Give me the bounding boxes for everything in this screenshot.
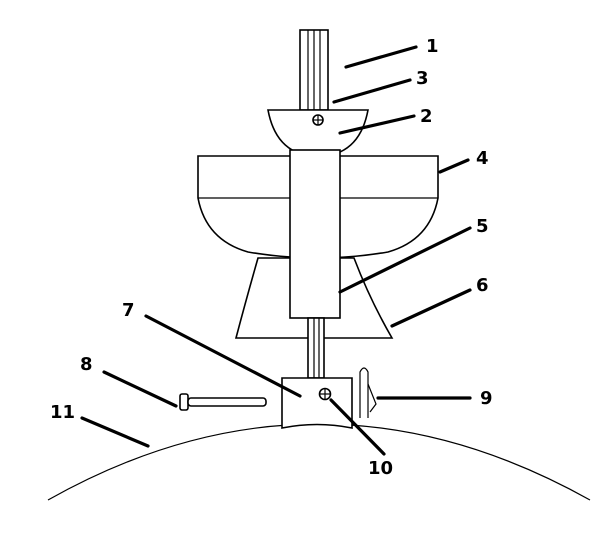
ceiling-dome	[47, 423, 591, 501]
clevis-pin	[179, 393, 267, 411]
callout-4: 4	[476, 148, 489, 169]
callout-10: 10	[368, 458, 393, 479]
callout-6: 6	[476, 275, 489, 296]
callout-1: 1	[426, 36, 439, 57]
leader-10	[329, 398, 386, 456]
coupling-sleeve	[289, 149, 341, 319]
hairpin-clip	[359, 367, 377, 418]
callout-3: 3	[416, 68, 429, 89]
callout-11: 11	[50, 402, 75, 423]
callout-5: 5	[476, 216, 489, 237]
leader-6	[390, 288, 472, 328]
leader-8	[102, 370, 178, 408]
lower-rod	[307, 317, 325, 379]
downrod	[299, 29, 329, 111]
leader-11	[80, 416, 150, 448]
callout-2: 2	[420, 106, 433, 127]
leader-5	[338, 226, 472, 294]
leader-2	[338, 114, 416, 135]
leader-3	[332, 78, 412, 104]
callout-7: 7	[122, 300, 135, 321]
leader-4	[438, 158, 470, 174]
mounting-bracket	[281, 377, 353, 429]
leader-7	[144, 314, 302, 398]
callout-9: 9	[480, 388, 493, 409]
leader-1	[344, 45, 418, 69]
bracket-screw	[318, 387, 332, 401]
callout-8: 8	[80, 354, 93, 375]
set-screw	[312, 114, 324, 126]
